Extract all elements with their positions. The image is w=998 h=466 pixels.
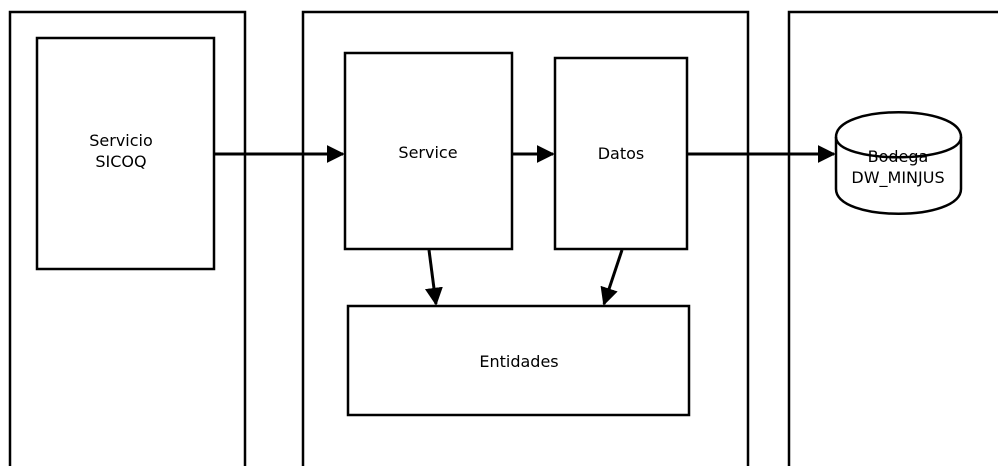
entidades-label: Entidades [479,352,558,371]
servicio-sicoq-node: Servicio SICOQ [35,36,216,271]
datos-node: Datos [553,56,689,251]
service-label: Service [398,143,457,162]
left-lane [8,10,247,466]
service-node: Service [343,51,514,251]
bodega-label-line2: DW_MINJUS [851,168,944,188]
entidades-node: Entidades [346,304,691,417]
edge-service-to-entidades [424,249,443,306]
servicio-sicoq-label-line2: SICOQ [95,152,146,171]
right-lane [787,10,998,466]
edge-datos-to-entidades [600,249,624,306]
bodega-database-node: Bodega DW_MINJUS [834,111,963,215]
bodega-label-line1: Bodega [868,147,929,166]
middle-lane [301,10,750,466]
servicio-sicoq-label-line1: Servicio [89,131,153,150]
datos-label: Datos [598,144,645,163]
